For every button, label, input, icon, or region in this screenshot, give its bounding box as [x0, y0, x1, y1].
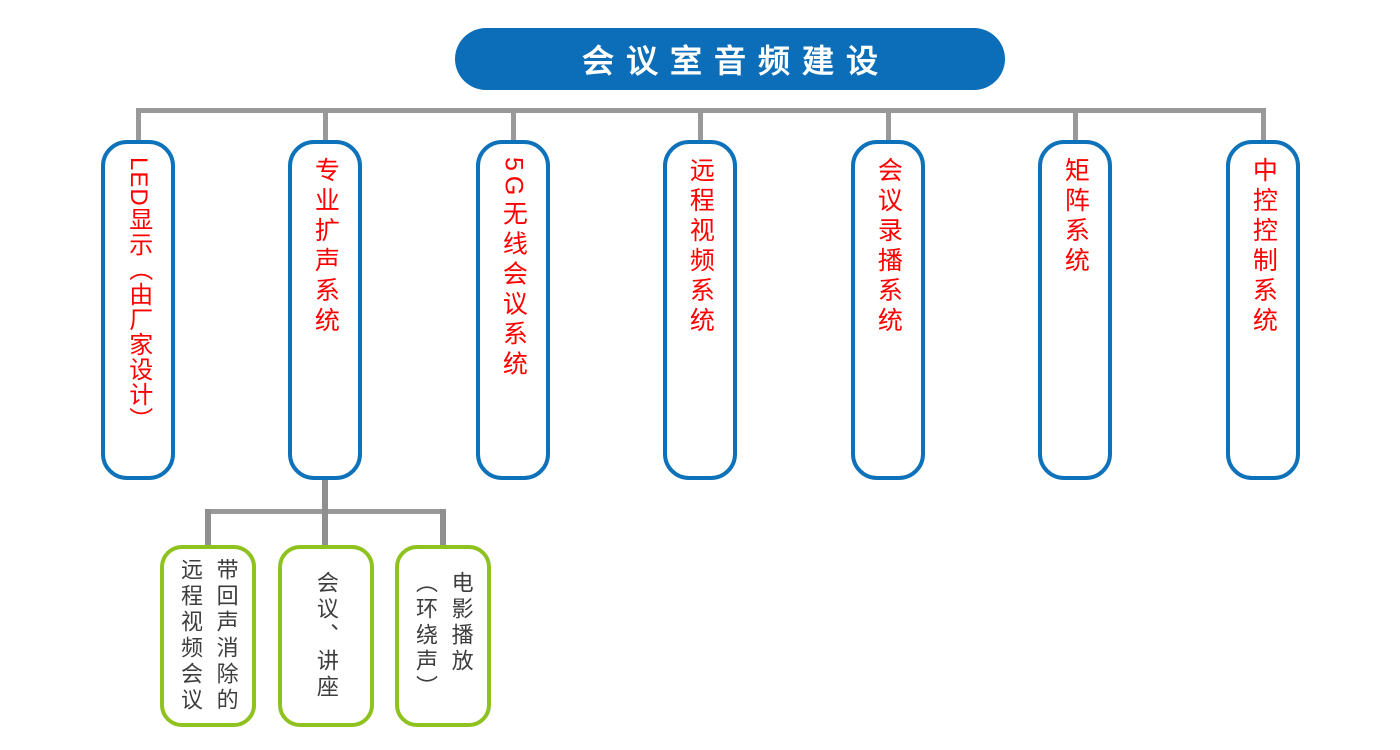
node-label: 远程视频系统 [686, 157, 715, 337]
root-node: 会议室音频建设 [455, 28, 1005, 90]
subnode-text: 会议、讲座 [308, 571, 344, 701]
subnode-text: 带回声消除的 远程视频会议 [172, 558, 243, 714]
connector-stub-2 [323, 108, 328, 144]
connector-stub-3 [511, 108, 516, 144]
node-label: LED显示（由厂家设计） [124, 157, 152, 432]
node-remote-video-system: 远程视频系统 [663, 140, 737, 480]
subnode-meeting-lecture: 会议、讲座 [278, 545, 374, 727]
node-matrix-system: 矩阵系统 [1038, 140, 1112, 480]
node-conference-recording: 会议录播系统 [851, 140, 925, 480]
node-label: 矩阵系统 [1061, 157, 1090, 277]
node-label: 会议录播系统 [874, 157, 903, 337]
connector-child-stub-2 [322, 509, 328, 547]
subnode-label-line: 远程视频会议 [178, 558, 203, 714]
node-5g-wireless-conference: 5G无线会议系统 [476, 140, 550, 480]
subnode-movie-surround: 电影播放 （环绕声） [395, 545, 491, 727]
node-label: 5G无线会议系统 [499, 157, 528, 381]
node-led-display: LED显示（由厂家设计） [101, 140, 175, 480]
connector-stub-6 [1073, 108, 1078, 144]
subnode-echo-cancel-video-conf: 带回声消除的 远程视频会议 [160, 545, 256, 727]
connector-stub-7 [1261, 108, 1266, 144]
connector-stub-4 [698, 108, 703, 144]
node-pro-sound-system: 专业扩声系统 [288, 140, 362, 480]
node-label: 专业扩声系统 [311, 157, 340, 337]
connector-child-stub-1 [205, 509, 211, 547]
subnode-text: 电影播放 （环绕声） [407, 571, 478, 701]
node-central-control-system: 中控控制系统 [1226, 140, 1300, 480]
connector-child-stub-3 [440, 509, 446, 547]
connector-stub-5 [886, 108, 891, 144]
subnode-label-line: 带回声消除的 [213, 558, 239, 714]
subnode-label-line: （环绕声） [413, 571, 438, 701]
connector-node2-drop [322, 478, 328, 514]
node-label: 中控控制系统 [1249, 157, 1278, 337]
connector-stub-1 [136, 108, 141, 144]
subnode-label-line: 电影播放 [448, 571, 474, 675]
subnode-label-line: 会议、讲座 [313, 571, 339, 701]
root-node-label: 会议室音频建设 [581, 43, 890, 79]
